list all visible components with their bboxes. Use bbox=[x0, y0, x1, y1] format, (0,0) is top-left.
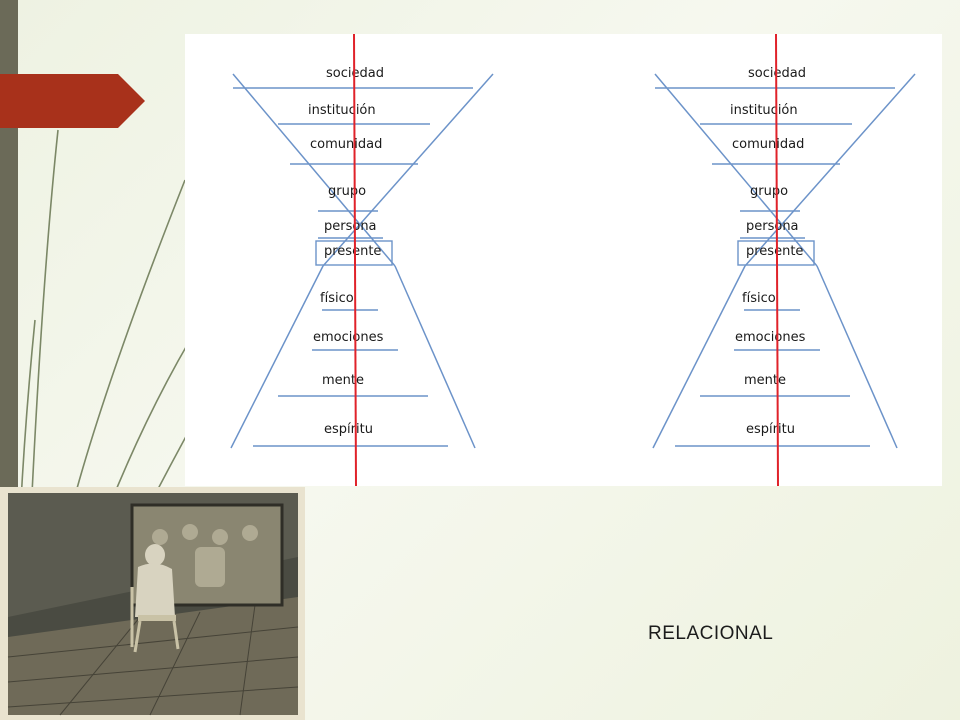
hourglass-edge-line bbox=[654, 73, 818, 267]
hourglass-diagram-left: sociedadinstitucióncomunidadgrupopersona… bbox=[230, 34, 494, 486]
central-axis-line bbox=[353, 34, 357, 486]
level-label: físico bbox=[320, 291, 354, 306]
level-label: espíritu bbox=[746, 422, 795, 437]
hourglass-edge-line bbox=[816, 265, 898, 449]
level-label: emociones bbox=[735, 330, 806, 345]
level-label: persona bbox=[746, 219, 799, 234]
hourglass-edge-line bbox=[394, 265, 476, 449]
hourglass-edge-line bbox=[232, 73, 396, 267]
level-label: presente bbox=[324, 244, 381, 259]
hourglass-edge-line bbox=[744, 73, 916, 267]
level-label: físico bbox=[742, 291, 776, 306]
hourglass-diagram-panel: sociedadinstitucióncomunidadgrupopersona… bbox=[185, 34, 942, 486]
level-label: grupo bbox=[328, 184, 366, 199]
hourglass-diagram-right: sociedadinstitucióncomunidadgrupopersona… bbox=[652, 34, 916, 486]
level-label: institución bbox=[730, 103, 798, 118]
level-label: espíritu bbox=[324, 422, 373, 437]
level-label: mente bbox=[744, 373, 786, 388]
level-label: emociones bbox=[313, 330, 384, 345]
hourglass-edge-line bbox=[652, 265, 746, 449]
accent-tab bbox=[0, 74, 145, 128]
hourglass-edge-line bbox=[230, 265, 324, 449]
level-label: mente bbox=[322, 373, 364, 388]
level-label: comunidad bbox=[310, 137, 382, 152]
hourglass-edge-line bbox=[322, 73, 494, 267]
central-axis-line bbox=[775, 34, 779, 486]
level-label: comunidad bbox=[732, 137, 804, 152]
level-label: institución bbox=[308, 103, 376, 118]
level-label: grupo bbox=[750, 184, 788, 199]
level-label: persona bbox=[324, 219, 377, 234]
level-label: presente bbox=[746, 244, 803, 259]
relational-caption: RELACIONAL bbox=[648, 623, 774, 644]
illustration-seated-man bbox=[0, 487, 305, 720]
